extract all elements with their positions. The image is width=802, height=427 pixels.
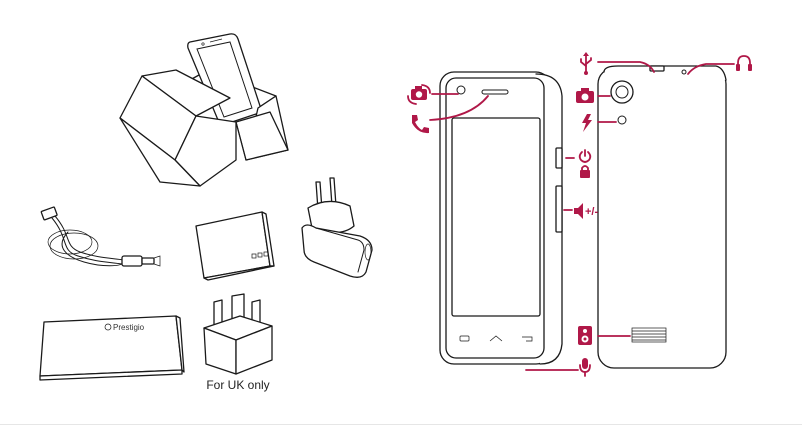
phone-back (597, 65, 727, 369)
callout-lines (429, 61, 735, 371)
usb-cable (40, 206, 161, 267)
uk-charger (203, 293, 273, 375)
phone-icon (412, 115, 429, 134)
speaker-icon (578, 326, 592, 345)
camera-icon (576, 88, 594, 103)
volume-icon: +/- (574, 203, 598, 219)
battery-pack (195, 211, 275, 281)
volume-key (555, 185, 563, 233)
phone-front (439, 71, 563, 365)
power-key (555, 147, 563, 169)
headphones-icon (736, 55, 752, 71)
rotate-camera-icon (407, 84, 431, 105)
box-with-phone (119, 33, 289, 187)
lock-icon (580, 165, 590, 178)
flash-icon (582, 114, 592, 132)
power-icon (578, 149, 592, 163)
usb-icon (580, 52, 592, 75)
battery-card: Prestigio (39, 315, 185, 381)
uk-only-caption: For UK only (206, 378, 270, 392)
volume-label: +/- (585, 206, 598, 218)
speaker-grille (631, 327, 667, 343)
eu-charger (301, 177, 373, 278)
bottom-divider (0, 424, 802, 425)
battery-logo: Prestigio (113, 323, 145, 332)
microphone-icon (579, 358, 591, 377)
